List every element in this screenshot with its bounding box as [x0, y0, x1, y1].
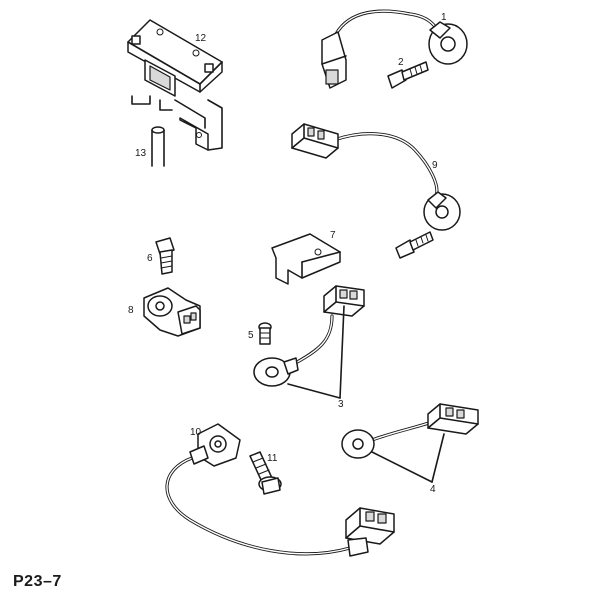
knock-sensor-part-9: [291, 123, 461, 231]
callout-3: 3: [338, 399, 344, 410]
bracket-part-7: [271, 233, 341, 285]
callout-7: 7: [330, 230, 336, 241]
callout-labels: 1 2 3 4 5 6 7 8 9 10 11 12 13: [128, 12, 447, 495]
bolt-part-9: [395, 231, 434, 259]
callout-12: 12: [195, 33, 207, 44]
knock-sensor-part-1: [321, 9, 468, 89]
callout-1: 1: [441, 12, 447, 23]
callout-6: 6: [147, 253, 153, 264]
callout-2: 2: [398, 57, 404, 68]
bolt-part-2: [387, 61, 429, 89]
knock-sensor-part-10: [165, 423, 395, 557]
figure-code: P23–7: [13, 573, 62, 590]
control-module-part-12: [127, 19, 223, 151]
bolt-part-6: [155, 237, 175, 275]
callout-5: 5: [248, 330, 254, 341]
knock-sensor-part-4: [341, 403, 479, 483]
bolt-part-5: [258, 322, 272, 345]
callout-11: 11: [267, 453, 278, 464]
knock-sensor-part-3: [253, 285, 365, 399]
callout-8: 8: [128, 305, 134, 316]
tube-part-13: [151, 126, 165, 167]
bolt-part-11: [249, 451, 282, 495]
knock-sensor-part-8: [143, 287, 201, 337]
callout-13: 13: [135, 148, 147, 159]
callout-9: 9: [432, 160, 438, 171]
callout-4: 4: [430, 484, 436, 495]
callout-10: 10: [190, 427, 202, 438]
